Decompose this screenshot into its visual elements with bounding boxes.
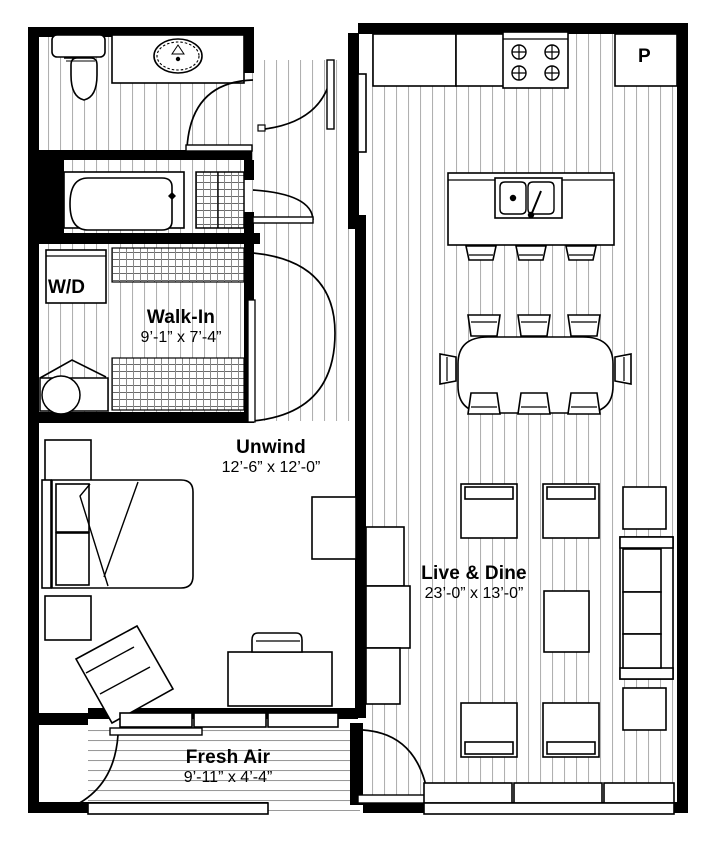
ironing-board	[39, 359, 107, 379]
washer-dryer	[45, 249, 107, 304]
sliding-door-3	[603, 782, 675, 804]
bedroom-window-2	[193, 712, 267, 728]
dresser-chair	[251, 632, 303, 653]
burners	[511, 44, 560, 81]
entry-window	[357, 73, 367, 153]
sink-faucet	[531, 190, 542, 214]
dining-chairs-bottom	[467, 392, 601, 415]
bookcase	[365, 585, 411, 649]
side-table-top	[622, 486, 667, 530]
bathroom-fixtures	[51, 34, 245, 231]
washer-dryer-label: W/D	[48, 277, 85, 298]
console-upper	[311, 496, 357, 560]
range-cooktop	[502, 31, 569, 89]
console-lower	[365, 647, 401, 705]
bedroom-armchair	[74, 624, 175, 725]
dining-chairs-sides	[439, 353, 632, 385]
armchair-upper-left	[460, 483, 518, 539]
dining-chairs-top	[467, 314, 601, 337]
balcony-railing	[87, 802, 269, 815]
door-swings	[61, 59, 433, 812]
pantry-cabinet	[614, 33, 678, 87]
living-furniture	[460, 483, 674, 758]
dining-set	[439, 314, 632, 415]
sliding-door-1	[423, 782, 513, 804]
armchair-lower-right	[542, 702, 600, 758]
walk-in-closet	[39, 247, 245, 415]
door-threshold	[423, 802, 675, 815]
armchair-lower-left	[460, 702, 518, 758]
side-table-bottom	[622, 687, 667, 731]
tub-faucet	[168, 192, 176, 200]
linen-closet	[195, 171, 245, 229]
bar-stools	[465, 245, 597, 261]
pillow-bottom	[55, 532, 90, 586]
armchair-upper-right	[542, 483, 600, 539]
dresser	[227, 651, 333, 707]
windows	[87, 73, 675, 815]
upper-cabinet-mid	[455, 33, 508, 87]
headboard	[41, 479, 52, 589]
bedroom-window-3	[267, 712, 339, 728]
bedroom-window-1	[119, 712, 193, 728]
bedroom-furniture	[41, 439, 333, 725]
console-units	[311, 496, 411, 705]
sliding-door-2	[513, 782, 603, 804]
kitchen	[372, 31, 678, 261]
nightstand-top	[44, 439, 92, 485]
sofa	[619, 536, 674, 680]
media-unit	[365, 526, 405, 587]
pantry-label: P	[638, 46, 651, 67]
nightstand-bottom	[44, 595, 92, 641]
toilet-tank	[51, 34, 106, 58]
coffee-table	[543, 590, 590, 653]
laundry-basket	[41, 375, 81, 415]
upper-cabinet-left	[372, 33, 457, 87]
